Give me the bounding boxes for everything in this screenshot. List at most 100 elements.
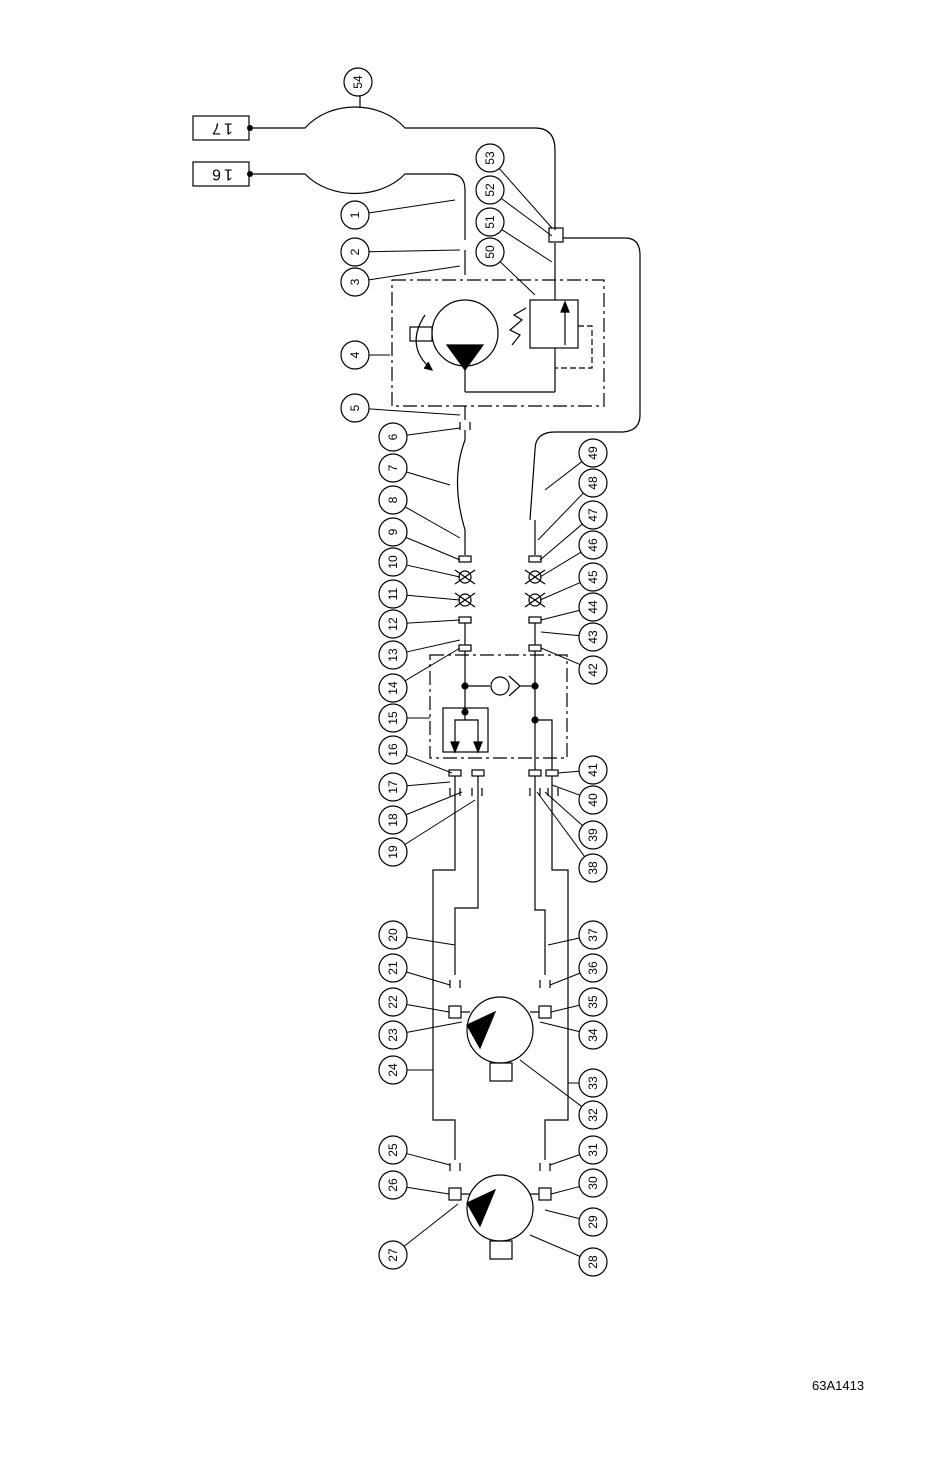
- callout-label: 37: [586, 928, 600, 942]
- callout-label: 48: [586, 476, 600, 490]
- callout-16: 16: [379, 736, 452, 773]
- callout-label: 49: [586, 446, 600, 460]
- callout-label: 52: [483, 183, 497, 197]
- callout-leader: [407, 565, 460, 577]
- callout-34: 34: [540, 1021, 607, 1049]
- callout-label: 35: [586, 995, 600, 1009]
- callout-leader: [558, 771, 579, 773]
- callout-label: 44: [586, 600, 600, 614]
- callout-leader: [541, 610, 579, 620]
- callout-20: 20: [379, 921, 455, 949]
- callout-leader: [538, 493, 583, 540]
- callout-23: 23: [379, 1021, 462, 1049]
- callout-label: 13: [386, 648, 400, 662]
- callout-label: 31: [586, 1143, 600, 1157]
- callout-label: 20: [386, 928, 400, 942]
- callout-leader: [502, 230, 552, 262]
- callout-label: 54: [351, 75, 365, 89]
- callout-label: 30: [586, 1176, 600, 1190]
- callout-leader: [407, 937, 455, 945]
- callout-42: 42: [541, 648, 607, 684]
- callout-label: 26: [386, 1178, 400, 1192]
- callout-label: 8: [386, 496, 400, 503]
- callout-27: 27: [379, 1204, 458, 1269]
- box-16-label: 16: [209, 166, 233, 183]
- callout-label: 16: [386, 743, 400, 757]
- callout-leader: [407, 1154, 450, 1165]
- callout-11: 11: [379, 580, 460, 608]
- callout-leader: [406, 792, 462, 815]
- callout-label: 25: [386, 1143, 400, 1157]
- callout-15: 15: [379, 704, 430, 732]
- callout-54: 54: [344, 68, 372, 96]
- box-17-group: 17: [193, 116, 253, 140]
- callout-26: 26: [379, 1171, 449, 1199]
- callout-24: 24: [379, 1056, 433, 1084]
- callout-21: 21: [379, 954, 450, 985]
- callout-1: 1: [341, 200, 455, 229]
- callout-label: 22: [386, 995, 400, 1009]
- callout-label: 29: [586, 1215, 600, 1229]
- callout-leader: [369, 200, 455, 213]
- callout-label: 2: [348, 248, 362, 255]
- callout-leader: [550, 973, 580, 985]
- callout-label: 17: [386, 780, 400, 794]
- box-16-group: 16: [193, 162, 253, 186]
- callout-50: 50: [476, 238, 535, 295]
- callout-label: 36: [586, 961, 600, 975]
- callout-43: 43: [541, 623, 607, 651]
- callout-label: 38: [586, 861, 600, 875]
- callout-leader: [545, 462, 582, 490]
- callout-leader: [550, 1155, 580, 1165]
- callout-31: 31: [550, 1136, 607, 1165]
- callout-10: 10: [379, 548, 460, 577]
- callout-leader: [404, 1204, 458, 1246]
- callout-label: 46: [586, 538, 600, 552]
- callout-label: 33: [586, 1076, 600, 1090]
- callout-44: 44: [541, 593, 607, 621]
- callout-leader: [407, 595, 460, 600]
- callout-label: 32: [586, 1108, 600, 1122]
- callout-2: 2: [341, 238, 460, 266]
- callout-22: 22: [379, 988, 449, 1016]
- figure-id: 63A1413: [812, 1378, 864, 1393]
- callout-41: 41: [558, 756, 607, 784]
- callout-label: 1: [348, 211, 362, 218]
- callout-leader: [499, 168, 552, 228]
- callout-leader: [407, 640, 460, 652]
- callout-7: 7: [379, 454, 450, 485]
- callout-label: 9: [386, 528, 400, 535]
- callout-leader: [407, 620, 460, 623]
- callout-40: 40: [552, 785, 607, 814]
- callout-label: 42: [586, 663, 600, 677]
- callout-label: 3: [348, 278, 362, 285]
- callout-leader: [405, 507, 460, 538]
- callout-leader: [405, 800, 475, 845]
- callout-4: 4: [341, 341, 390, 369]
- callout-36: 36: [550, 954, 607, 985]
- callout-label: 27: [386, 1248, 400, 1262]
- callout-leader: [540, 1022, 579, 1032]
- callout-leader: [406, 972, 450, 985]
- callout-label: 4: [348, 351, 362, 358]
- callout-leader: [540, 583, 580, 600]
- callout-leader: [500, 262, 535, 295]
- callout-label: 51: [483, 215, 497, 229]
- callout-label: 5: [348, 404, 362, 411]
- callout-35: 35: [551, 988, 607, 1016]
- callout-label: 45: [586, 570, 600, 584]
- callout-leader: [501, 198, 552, 236]
- callout-leader: [407, 1022, 462, 1032]
- callout-leader: [407, 428, 460, 435]
- callout-leader: [369, 409, 460, 415]
- callout-leader: [407, 782, 450, 786]
- callout-leader: [540, 524, 582, 560]
- callout-label: 34: [586, 1028, 600, 1042]
- callout-leader: [545, 792, 583, 826]
- callout-label: 23: [386, 1028, 400, 1042]
- callout-label: 40: [586, 793, 600, 807]
- callout-28: 28: [530, 1235, 607, 1276]
- callout-label: 50: [483, 245, 497, 259]
- callout-leader: [369, 266, 460, 280]
- callout-label: 43: [586, 630, 600, 644]
